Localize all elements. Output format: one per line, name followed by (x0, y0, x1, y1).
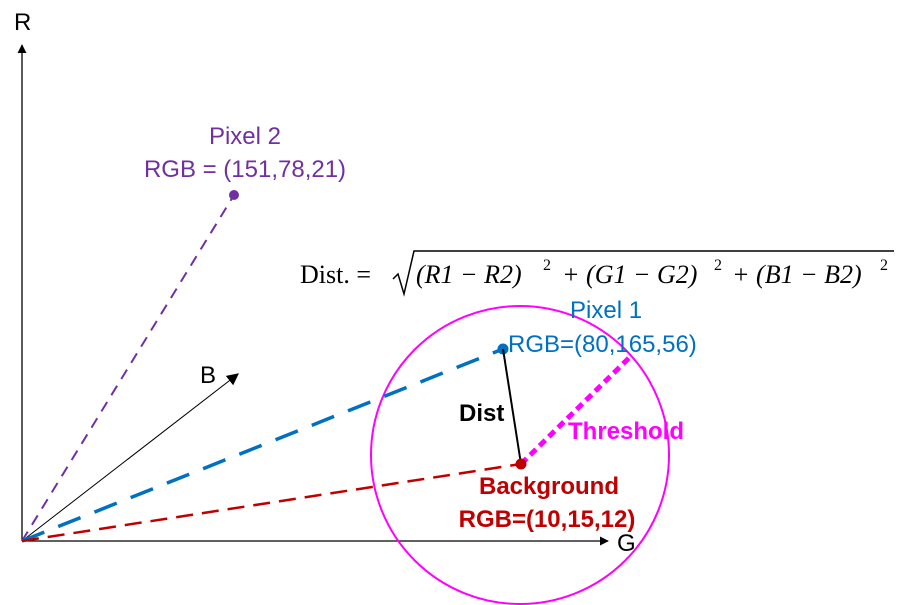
threshold-circle (370, 305, 670, 605)
b-axis-label: B (200, 362, 216, 389)
background-rgb: RGB=(10,15,12) (459, 506, 636, 533)
threshold-radius (519, 353, 634, 466)
b-axis (21, 373, 239, 542)
formula-term-g: + (G1 − G2) (562, 260, 697, 289)
background-point (515, 458, 527, 470)
pixel2-rgb: RGB = (151,78,21) (144, 156, 346, 183)
formula-exp-r: 2 (543, 257, 551, 274)
dist-segment (502, 348, 522, 465)
r-axis-label: R (14, 9, 31, 36)
pixel2-vector (21, 194, 235, 542)
pixel2-point (229, 190, 239, 200)
formula-exp-b: 2 (880, 257, 888, 274)
formula-term-b: + (B1 − B2) (732, 260, 862, 289)
background-vector (21, 462, 522, 543)
pixel1-rgb: RGB=(80,165,56) (508, 331, 697, 358)
formula-lhs: Dist. = (300, 260, 378, 289)
formula-exp-g: 2 (714, 257, 722, 274)
pixel1-title: Pixel 1 (570, 297, 642, 324)
formula-radical (392, 250, 894, 297)
pixel2-title: Pixel 2 (209, 123, 281, 150)
pixel1-vector (21, 347, 504, 543)
background-title: Background (479, 473, 619, 500)
g-axis-label: G (617, 530, 636, 557)
threshold-label: Threshold (568, 418, 684, 445)
dist-label: Dist (459, 400, 504, 427)
formula-term-r: (R1 − R2) (416, 260, 522, 289)
